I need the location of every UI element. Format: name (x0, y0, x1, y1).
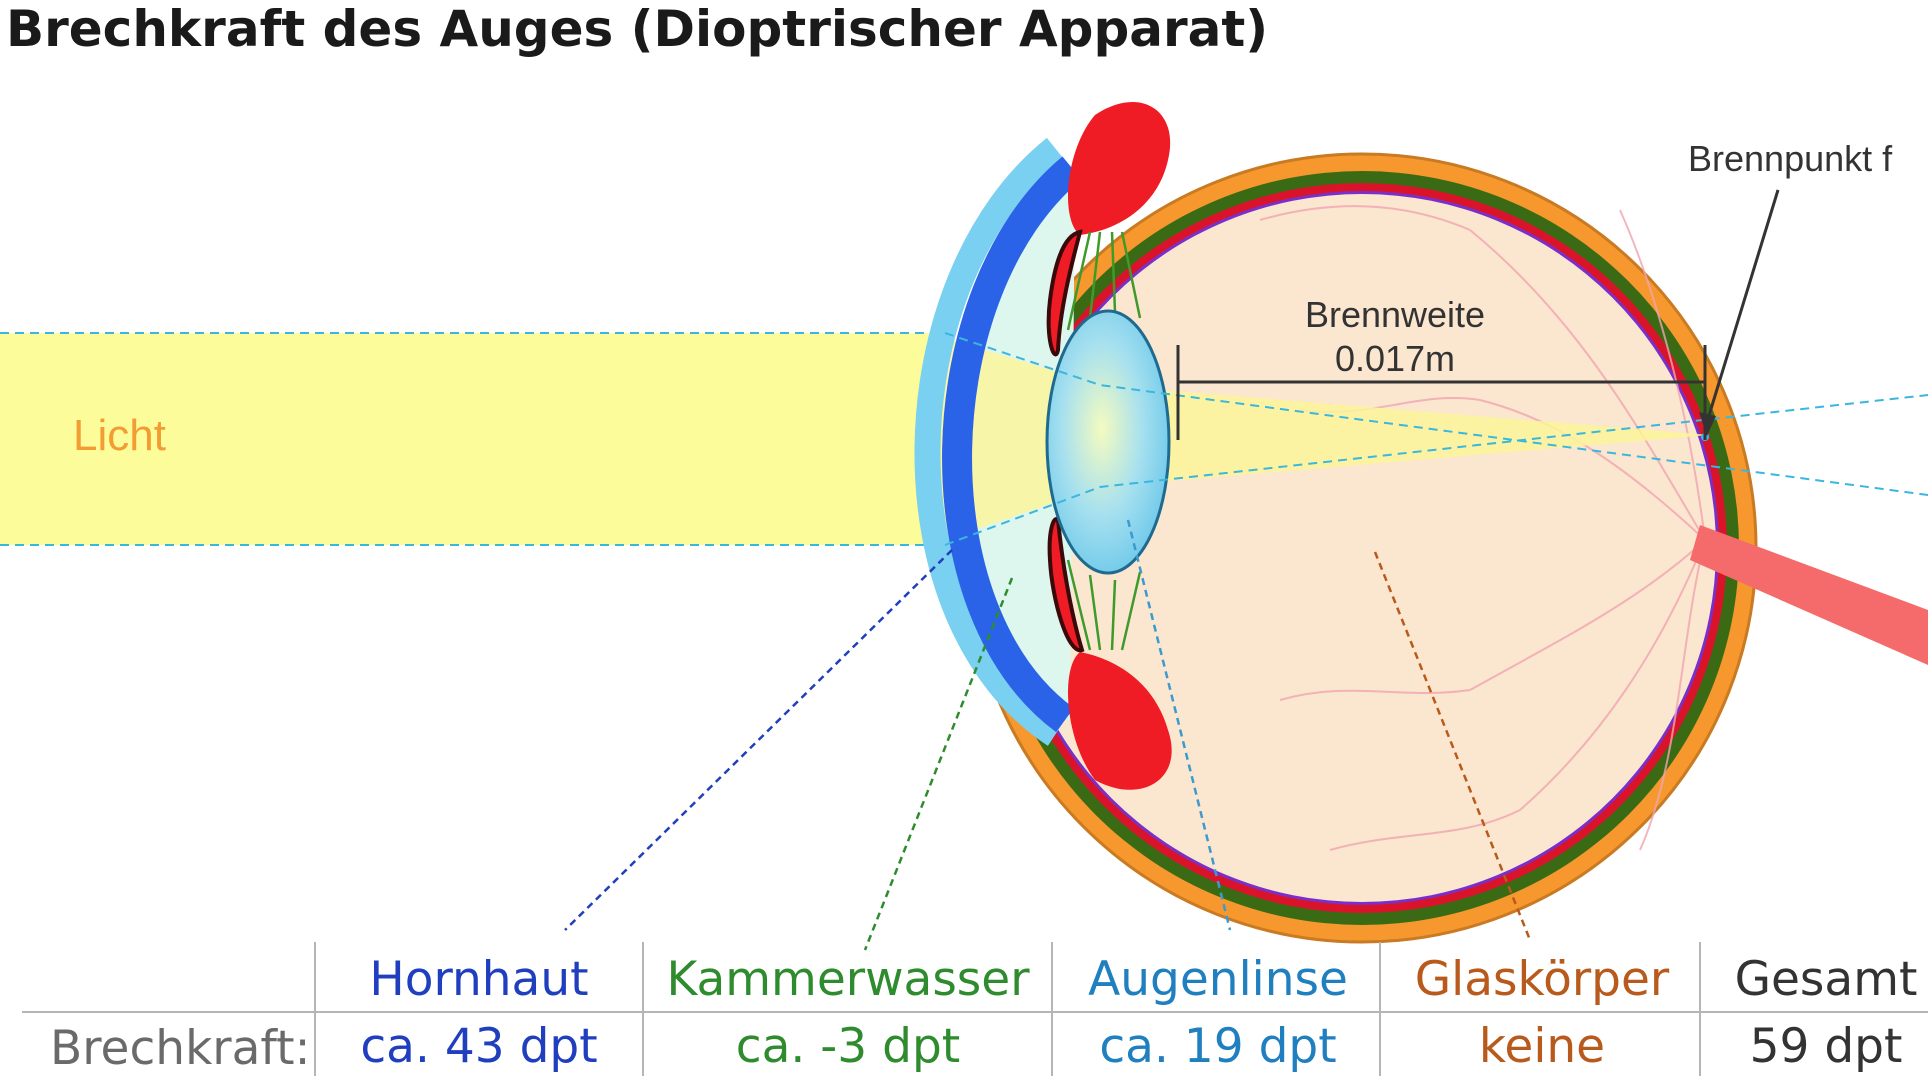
light-label: Licht (73, 411, 166, 460)
table-value-vitreous: keine (1479, 1019, 1605, 1074)
focal-point-pointer (1705, 189, 1780, 423)
table-value-aqueous: ca. -3 dpt (736, 1019, 960, 1074)
diagram-title: Brechkraft des Auges (Dioptrischer Appar… (6, 0, 1268, 58)
focal-length-label: Brennweite (1305, 294, 1485, 335)
focal-point-label: Brennpunkt f (1688, 138, 1893, 179)
iris-top (1046, 229, 1083, 357)
ciliary-body-top (1068, 102, 1171, 235)
refraction-table: Brechkraft: Hornhaut ca. 43 dpt Kammerwa… (22, 942, 1928, 1076)
cornea-outer-layer (914, 137, 1064, 746)
leader-line-cornea (564, 549, 953, 931)
refracted-rays (944, 332, 1928, 546)
table-row-label: Brechkraft: (50, 1021, 310, 1076)
optic-nerve (1690, 525, 1928, 665)
table-header-vitreous: Glaskörper (1415, 952, 1670, 1007)
table-value-cornea: ca. 43 dpt (360, 1019, 597, 1074)
table-value-total: 59 dpt (1750, 1019, 1903, 1074)
vitreous-body (1008, 194, 1716, 902)
table-header-aqueous: Kammerwasser (666, 952, 1030, 1007)
leader-line-aqueous (863, 577, 1014, 951)
blood-vessels (1259, 205, 1706, 851)
leader-line-lens (1126, 519, 1232, 931)
zonular-fibers (1066, 231, 1142, 651)
cornea (942, 156, 1082, 733)
table-header-cornea: Hornhaut (369, 952, 588, 1007)
iris-bottom (1047, 517, 1085, 653)
leader-line-vitreous (1373, 551, 1532, 941)
light-beam (0, 333, 945, 545)
refracted-light-cone (930, 333, 1710, 545)
focal-point-arrowhead (1699, 412, 1716, 436)
ciliary-body-bottom (1068, 652, 1172, 790)
table-header-lens: Augenlinse (1088, 952, 1348, 1007)
table-value-lens: ca. 19 dpt (1099, 1019, 1336, 1074)
lens (1045, 309, 1171, 575)
table-header-total: Gesamt (1735, 952, 1918, 1007)
focal-length-value: 0.017m (1335, 338, 1455, 379)
